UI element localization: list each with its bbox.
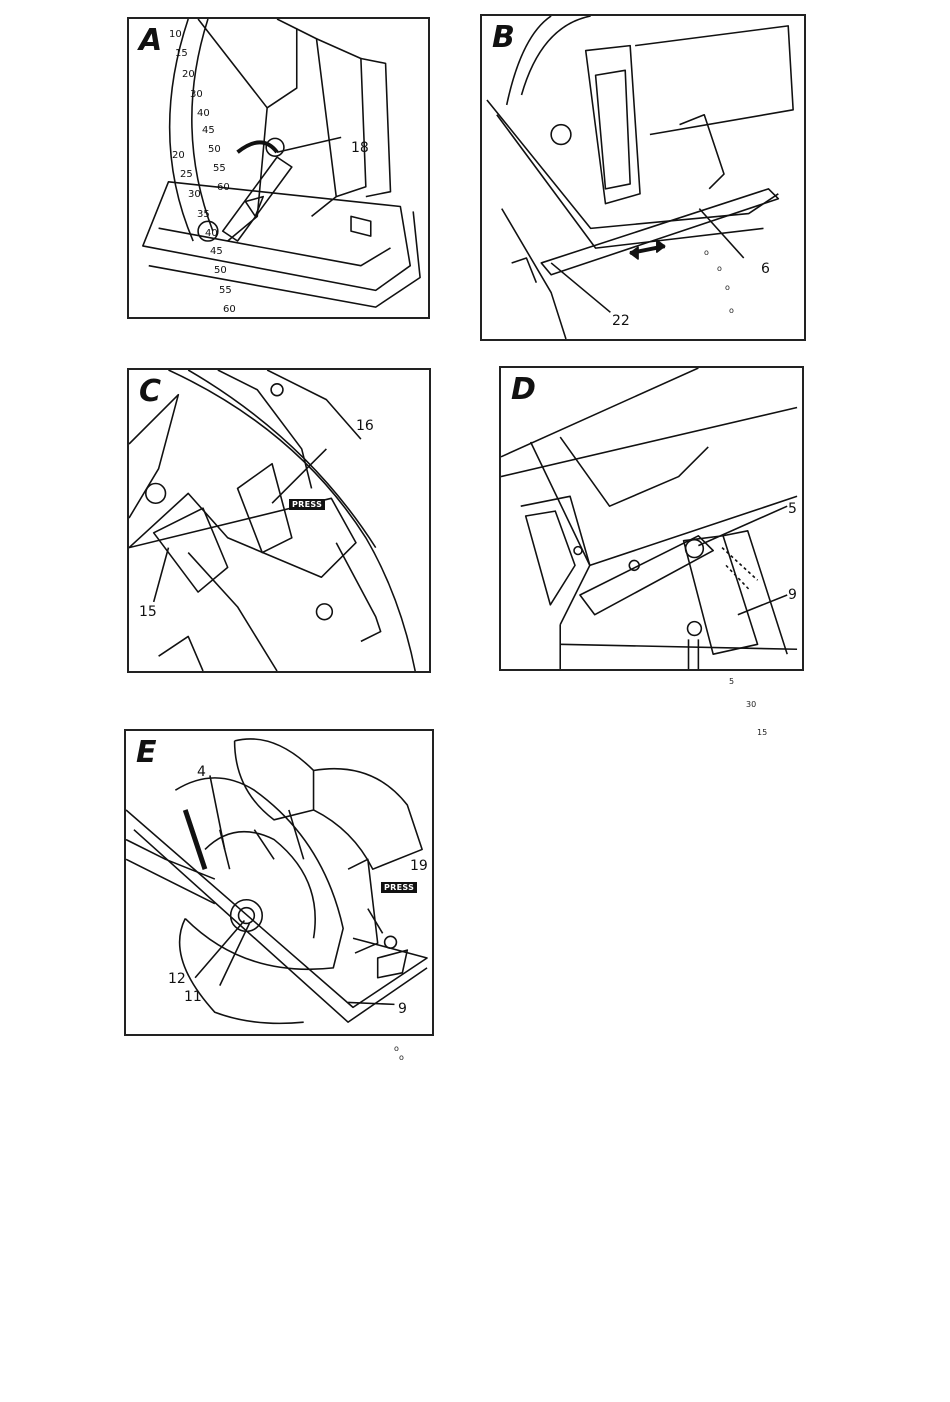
callout-15: 15: [139, 604, 157, 620]
press-arrow-label: PRESS: [289, 499, 325, 510]
figure-panel-e: E 4 19 12 11 9 PRESS: [124, 729, 434, 1036]
scale-tick: 40: [197, 108, 210, 119]
stray-mark: o: [399, 1053, 404, 1062]
callout-18: 18: [351, 140, 369, 156]
press-arrow-label: PRESS: [381, 882, 417, 893]
figure-panel-b: B 6 22 o o o o: [480, 14, 806, 341]
stray-mark: o: [725, 283, 730, 292]
panel-letter: B: [492, 20, 515, 55]
stray-mark: o: [729, 306, 734, 315]
callout-11: 11: [184, 989, 202, 1005]
callout-16: 16: [356, 418, 374, 434]
callout-4: 4: [197, 764, 206, 780]
callout-12: 12: [168, 971, 186, 987]
parallel-guide-illustration: [482, 16, 804, 339]
scale-tick: 30: [190, 89, 203, 100]
stray-mark: o: [394, 1044, 399, 1053]
scale-tick: 45: [202, 125, 215, 136]
callout-19: 19: [410, 858, 428, 874]
callout-6: 6: [761, 261, 770, 277]
bevel-adjustment-illustration: [129, 19, 428, 317]
panel-letter: D: [511, 372, 536, 407]
depth-adjustment-illustration: [501, 368, 802, 669]
panel-letter: E: [136, 735, 157, 770]
scale-tick: 20: [172, 150, 185, 161]
scale-tick: 30: [188, 189, 201, 200]
scale-tick: 35: [197, 209, 210, 220]
scale-tick: 20: [182, 69, 195, 80]
callout-9: 9: [398, 1001, 407, 1017]
scale-tick: 10: [169, 29, 182, 40]
scale-tick: 55: [213, 163, 226, 174]
stray-mark: o: [704, 248, 709, 257]
callout-9: 9: [788, 587, 797, 603]
figure-panel-d: D 5 9: [499, 366, 804, 671]
panel-letter: C: [139, 374, 161, 409]
callout-5: 5: [788, 501, 797, 517]
scale-tick: 60: [223, 304, 236, 315]
stray-mark: 5: [729, 677, 734, 686]
stray-mark: 30: [746, 700, 756, 709]
figure-panel-c: C 16 15 PRESS: [127, 368, 431, 673]
panel-letter: A: [139, 23, 162, 58]
lock-button-illustration: [129, 370, 429, 671]
scale-tick: 25: [180, 169, 193, 180]
scale-tick: 60: [217, 182, 230, 193]
callout-22: 22: [612, 313, 630, 329]
stray-mark: 15: [757, 728, 767, 737]
scale-tick: 40: [205, 228, 218, 239]
scale-tick: 55: [219, 285, 232, 296]
scale-tick: 15: [175, 48, 188, 59]
scale-tick: 50: [208, 144, 221, 155]
scale-tick: 45: [210, 246, 223, 257]
stray-mark: o: [717, 264, 722, 273]
scale-tick: 50: [214, 265, 227, 276]
figure-panel-a: A 18 20 25 30 35 40 45 50 55 60 10 15 20…: [127, 17, 430, 319]
